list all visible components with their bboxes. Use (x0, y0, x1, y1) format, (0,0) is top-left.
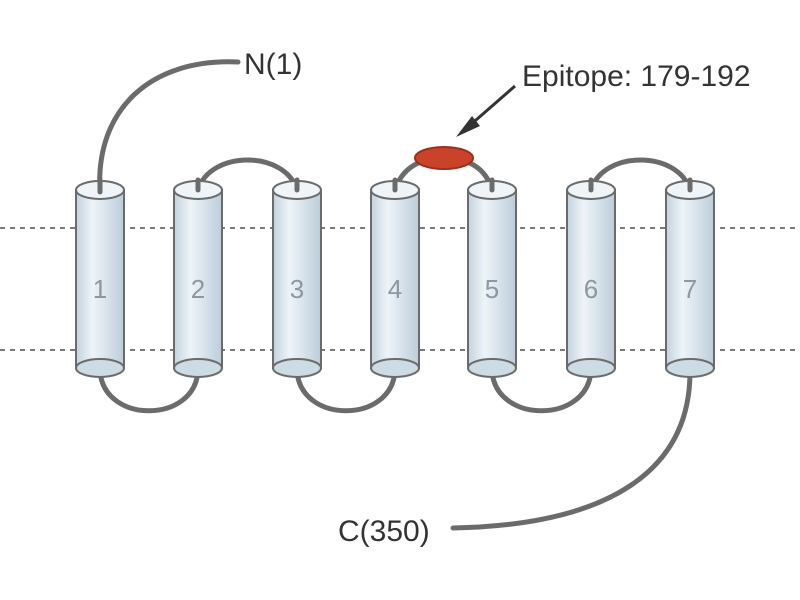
helix-number: 4 (388, 274, 402, 304)
helix-number: 1 (93, 274, 107, 304)
c-terminus-label: C(350) (338, 515, 430, 548)
helix-number: 2 (191, 274, 205, 304)
n-terminal-tail (97, 59, 241, 195)
n-terminus-label: N(1) (244, 48, 302, 81)
intracellular-loop-3 (489, 365, 594, 414)
helix-number: 6 (584, 274, 598, 304)
intracellular-loop-2 (294, 365, 398, 414)
epitope-arrow (456, 84, 516, 137)
epitope-label: Epitope: 179-192 (522, 60, 751, 93)
intracellular-loop-1 (97, 365, 201, 414)
helix-1: 1 (75, 180, 125, 378)
helix-7: 7 (665, 180, 715, 378)
helix-3: 3 (272, 180, 322, 378)
helix-2: 2 (173, 180, 223, 378)
helix-6: 6 (566, 180, 616, 378)
extracellular-loop-1 (195, 157, 300, 193)
c-terminal-tail (450, 369, 693, 531)
helix-number: 3 (290, 274, 304, 304)
epitope-marker (414, 146, 474, 170)
extracellular-loop-3 (588, 157, 693, 193)
helix-number: 5 (485, 274, 499, 304)
helix-5: 5 (467, 180, 517, 378)
helix-number: 7 (683, 274, 697, 304)
helix-4: 4 (370, 180, 420, 378)
